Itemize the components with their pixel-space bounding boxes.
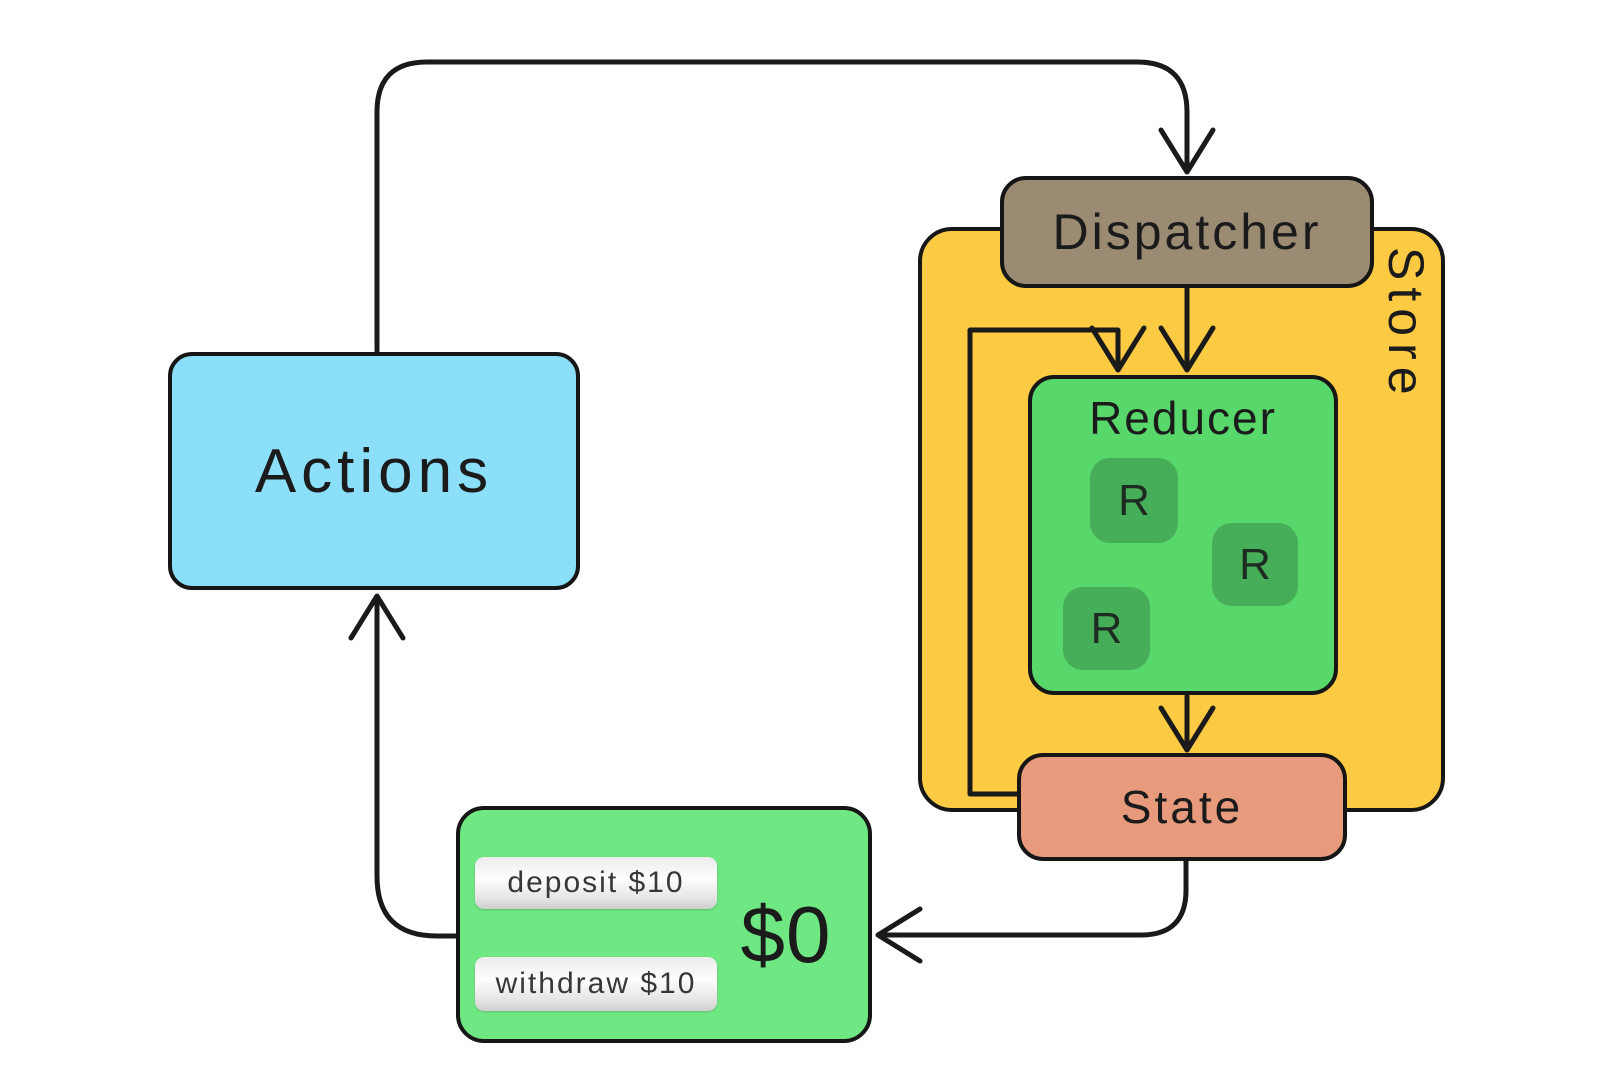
reducer-node: Reducer R R R [1028, 375, 1338, 695]
view-to-actions-line [374, 597, 458, 939]
reducer-slot: R [1212, 523, 1298, 606]
view-node: deposit $10 withdraw $10 $0 [456, 806, 872, 1043]
state-to-view-line [879, 858, 1189, 938]
actions-node: Actions [168, 352, 580, 590]
state-to-view-arrowhead-icon [875, 906, 923, 964]
store-label: Store [1378, 247, 1434, 402]
withdraw-button[interactable]: withdraw $10 [475, 957, 717, 1011]
actions-to-dispatcher-arrowhead-icon [1158, 127, 1216, 175]
deposit-button[interactable]: deposit $10 [475, 857, 717, 909]
reducer-label: Reducer [1089, 392, 1277, 444]
actions-to-dispatcher-line [374, 59, 1190, 354]
actions-label: Actions [254, 436, 494, 506]
dispatcher-to-reducer-arrowhead-icon [1158, 325, 1216, 373]
dispatcher-node: Dispatcher [1000, 176, 1374, 288]
view-to-actions-arrowhead-icon [348, 593, 406, 641]
reducer-to-state-arrowhead-icon [1158, 705, 1216, 753]
state-to-reducer-feedback-line [967, 327, 1121, 797]
dispatcher-label: Dispatcher [1052, 204, 1322, 260]
balance-text: $0 [740, 890, 832, 979]
state-label: State [1120, 781, 1244, 833]
reducer-slot: R [1090, 458, 1178, 543]
reducer-slot: R [1063, 587, 1150, 670]
state-to-reducer-arrowhead-icon [1089, 325, 1147, 373]
state-node: State [1017, 753, 1347, 861]
